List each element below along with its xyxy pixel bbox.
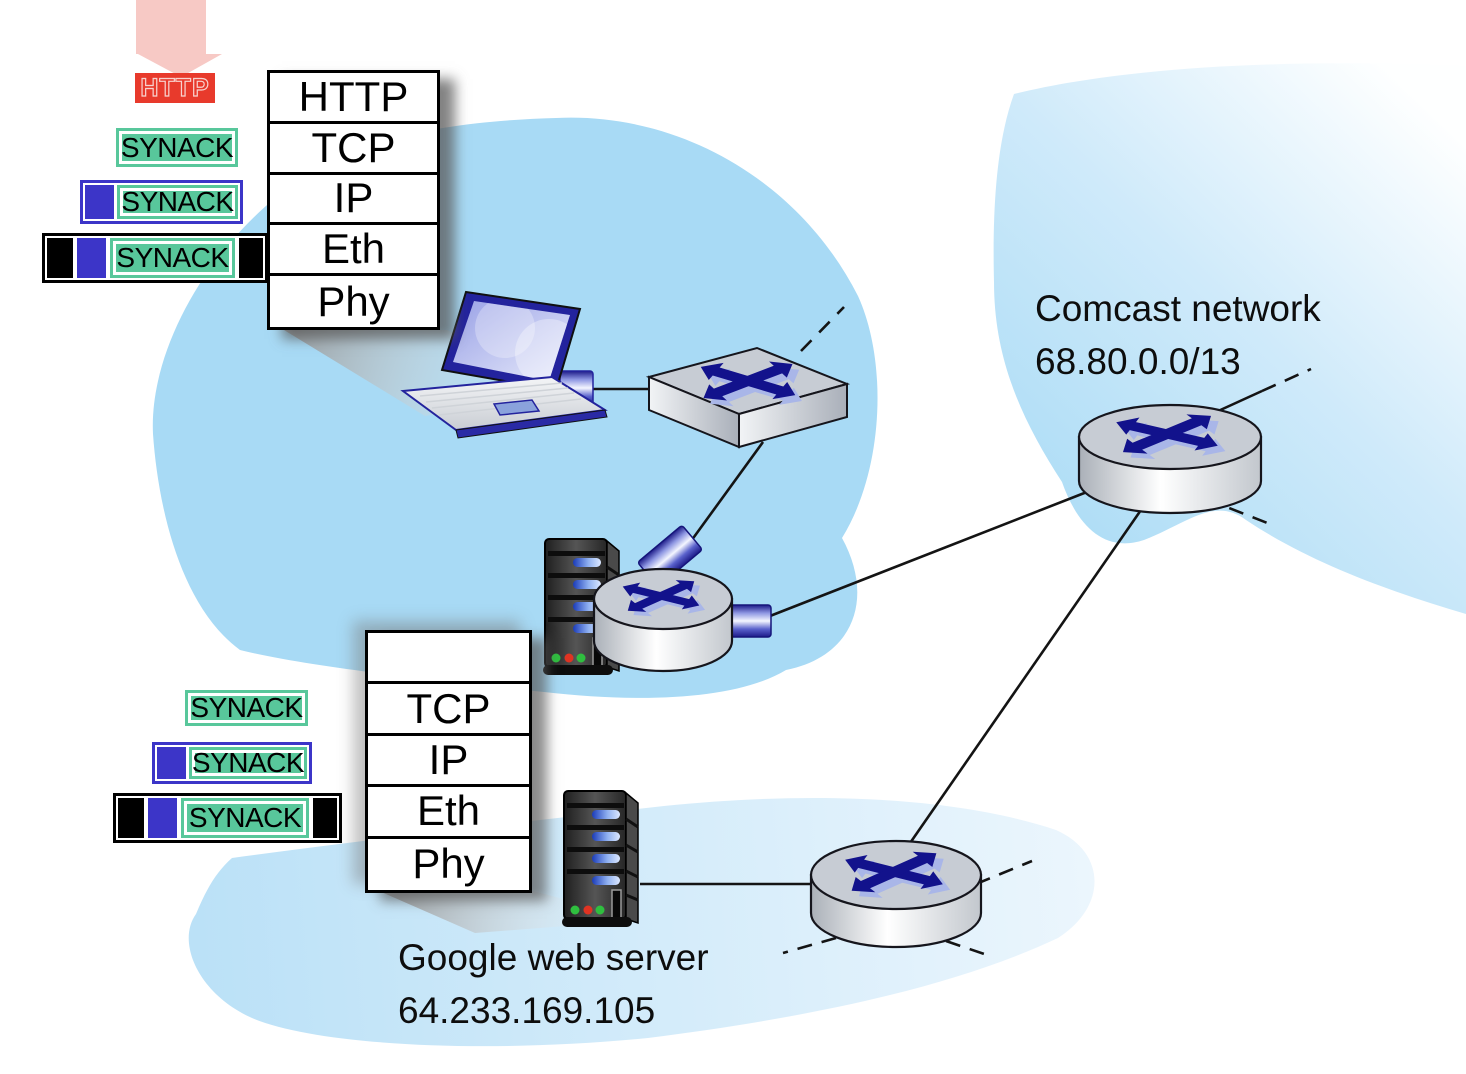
- client-protocol-stack: HTTP TCP IP Eth Phy: [267, 70, 440, 330]
- eth-trailer: [313, 798, 337, 838]
- stack-layer-eth: Eth: [270, 225, 437, 277]
- server-protocol-stack: TCP IP Eth Phy: [365, 630, 532, 893]
- http-down-arrow-icon: [136, 0, 222, 77]
- link-comcast-google-router: [906, 496, 1152, 847]
- packet-label: SYNACK: [190, 692, 303, 723]
- stack-layer-ip: IP: [368, 736, 529, 788]
- stack-layer-phy: Phy: [317, 277, 390, 325]
- ip-header: [157, 747, 186, 779]
- packet-eth-frame: SYNACK: [113, 793, 342, 843]
- stack-layer-http: HTTP: [270, 73, 437, 124]
- laptop-trackpad: [492, 399, 541, 416]
- stack-layer-tcp: TCP: [270, 124, 437, 175]
- google-server-name: Google web server: [398, 937, 709, 978]
- access-router: [592, 567, 734, 673]
- link-access-router-comcast: [769, 488, 1093, 618]
- ip-header: [85, 185, 114, 219]
- google-server-label: Google web server 64.233.169.105: [398, 932, 709, 1037]
- stack-layer-tcp: TCP: [368, 684, 529, 736]
- google-server-ip: 64.233.169.105: [398, 989, 656, 1031]
- packet-label: SYNACK: [120, 131, 234, 163]
- client-laptop: [400, 290, 608, 439]
- tcp-segment-body: SYNACK: [189, 747, 307, 779]
- tcp-segment-body: SYNACK: [185, 690, 308, 726]
- link-switch-stub: [800, 306, 845, 352]
- tcp-segment-body: SYNACK: [117, 185, 238, 219]
- link-comcast-ne: [1215, 389, 1263, 414]
- packet-ip-datagram: SYNACK: [80, 180, 243, 224]
- comcast-network-prefix: 68.80.0.0/13: [1035, 340, 1241, 382]
- packet-label: SYNACK: [121, 186, 234, 217]
- comcast-router: [1077, 403, 1263, 515]
- ethernet-switch: [645, 346, 851, 449]
- packet-tcp-segment: SYNACK: [116, 128, 238, 167]
- access-router-wan-port: [728, 604, 772, 638]
- http-message-badge: HTTP: [135, 73, 215, 103]
- eth-trailer: [239, 238, 263, 278]
- ip-header: [148, 798, 177, 838]
- tcp-segment-body: SYNACK: [116, 128, 238, 167]
- stack-layer-eth: Eth: [368, 787, 529, 839]
- ip-header: [77, 238, 106, 278]
- packet-label: SYNACK: [191, 747, 305, 778]
- tcp-segment-body: SYNACK: [181, 798, 309, 838]
- link-comcast-ne-stub: [1261, 367, 1312, 393]
- link-google-router-se-stub: [945, 939, 991, 958]
- link-google-router-e-stub: [975, 859, 1033, 886]
- link-switch-access-router: [684, 441, 765, 549]
- link-google-router-sw-stub: [782, 936, 837, 955]
- comcast-network-label: Comcast network 68.80.0.0/13: [1035, 283, 1321, 388]
- stack-layer-ip: IP: [270, 175, 437, 226]
- stack-layer-empty: [368, 633, 529, 685]
- eth-header: [118, 798, 144, 838]
- google-web-server-tower: [560, 789, 640, 929]
- google-router: [809, 839, 983, 949]
- packet-ip-datagram: SYNACK: [152, 742, 312, 784]
- packet-label: SYNACK: [116, 242, 229, 273]
- packet-eth-frame: SYNACK: [42, 233, 268, 283]
- eth-header: [47, 238, 73, 278]
- comcast-network-name: Comcast network: [1035, 288, 1321, 329]
- packet-tcp-segment: SYNACK: [185, 690, 308, 726]
- tcp-segment-body: SYNACK: [110, 238, 235, 278]
- packet-label: SYNACK: [188, 802, 302, 833]
- stack-layer-phy: Phy: [412, 840, 485, 888]
